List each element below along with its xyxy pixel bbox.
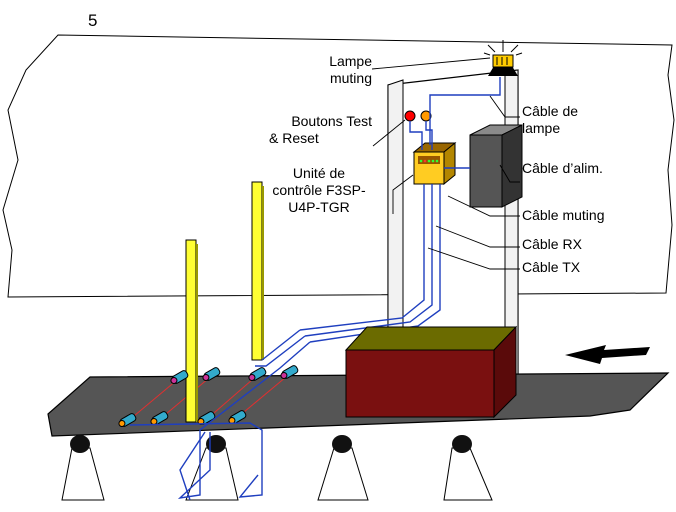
label-cable-muting: Câble muting: [522, 207, 605, 223]
label-lamp-muting: Lampe muting: [329, 53, 372, 86]
label-cable-power: Câble d’alim.: [522, 160, 603, 176]
figure-number: 5: [88, 11, 98, 30]
warning-lamp-icon: [483, 40, 523, 76]
test-button: [404, 110, 416, 122]
light-curtain-tx: [185, 239, 198, 423]
conveyor-box: [344, 325, 518, 419]
power-supply-box: [469, 124, 523, 208]
conveyor-supports: [61, 435, 493, 501]
label-control-unit: Unité de contrôle F3SP- U4P-TGR: [272, 165, 366, 215]
arrow-left-icon: [565, 345, 650, 364]
muting-sensors: [118, 365, 299, 427]
label-test-reset-buttons: Boutons Test & Reset: [269, 113, 372, 146]
label-cable-lamp: Câble de lampe: [522, 103, 579, 136]
leader-lines: [371, 57, 520, 270]
label-cable-tx: Câble TX: [522, 259, 581, 275]
label-cable-rx: Câble RX: [522, 236, 582, 252]
light-curtain-rx: [251, 181, 264, 361]
field-cables: [129, 329, 311, 501]
control-unit: [412, 141, 457, 186]
